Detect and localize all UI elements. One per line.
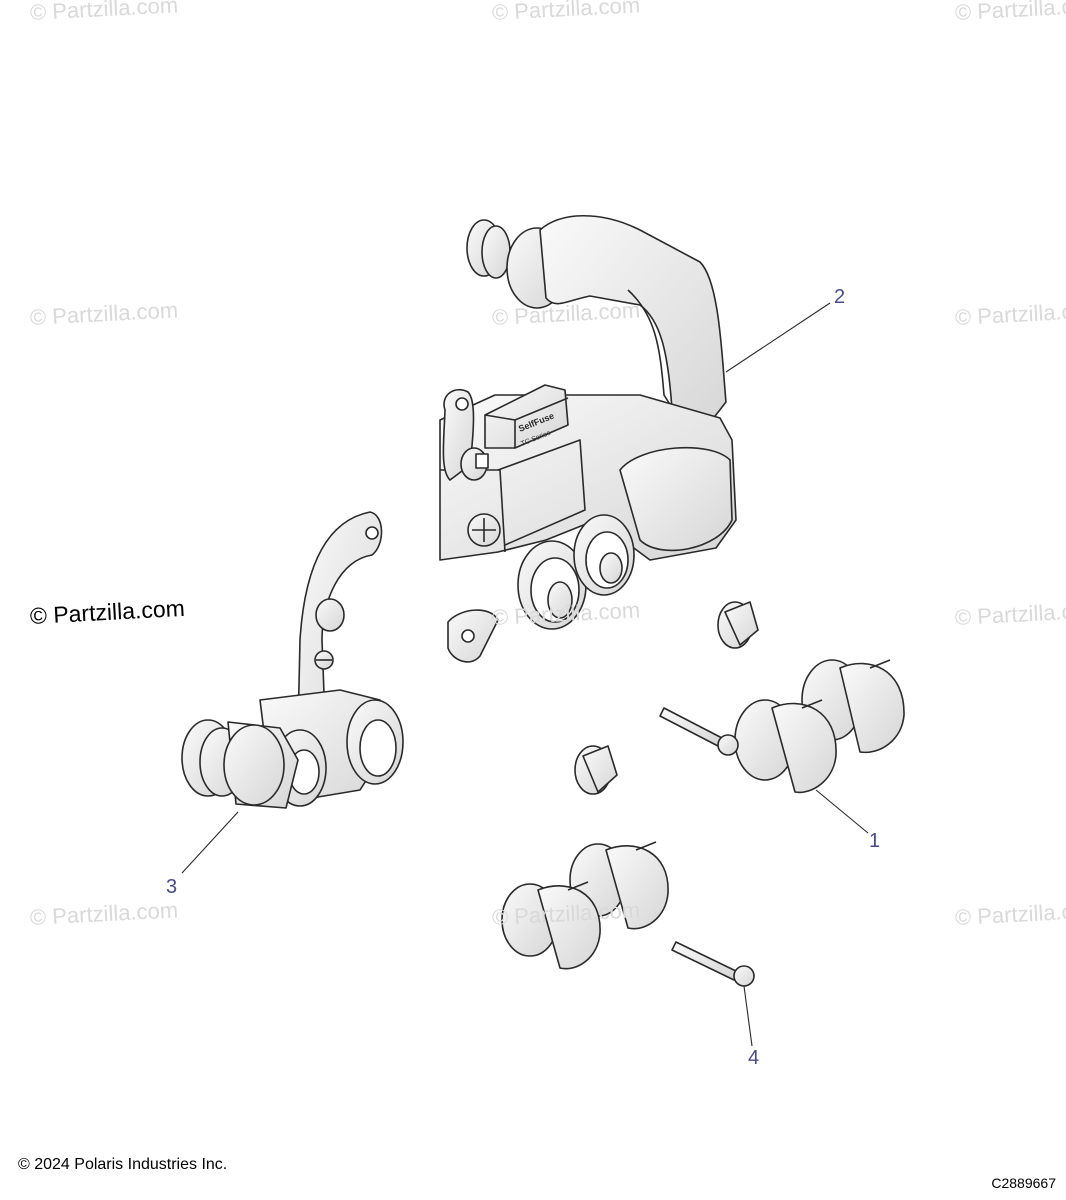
fuse-module <box>484 384 569 449</box>
leader-line-1 <box>815 789 869 834</box>
round-housing <box>619 446 733 552</box>
callout-4[interactable]: 4 <box>748 1047 760 1069</box>
copyright-notice: © 2024 Polaris Industries Inc. <box>18 1156 228 1173</box>
leader-line-4 <box>743 985 753 1047</box>
knob-cluster-right <box>574 601 905 795</box>
breaker-bracket-assembly <box>439 215 737 663</box>
bolt-shaft-lower <box>671 941 739 981</box>
callout-1[interactable]: 1 <box>869 830 881 852</box>
callout-3[interactable]: 3 <box>166 876 178 898</box>
side-bracket-assembly <box>181 511 404 809</box>
leader-line-3 <box>181 811 239 874</box>
strap-arm <box>539 215 727 431</box>
leader-line-2 <box>725 302 831 373</box>
side-bracket-post <box>315 598 345 632</box>
callout-2[interactable]: 2 <box>834 286 846 308</box>
bolt-head-upper <box>717 734 739 756</box>
knob-cluster-lower <box>501 841 755 987</box>
bolt-shaft-upper <box>659 707 723 747</box>
diagram-id: C2889667 <box>991 1175 1056 1191</box>
bolt-head-lower <box>733 965 755 987</box>
